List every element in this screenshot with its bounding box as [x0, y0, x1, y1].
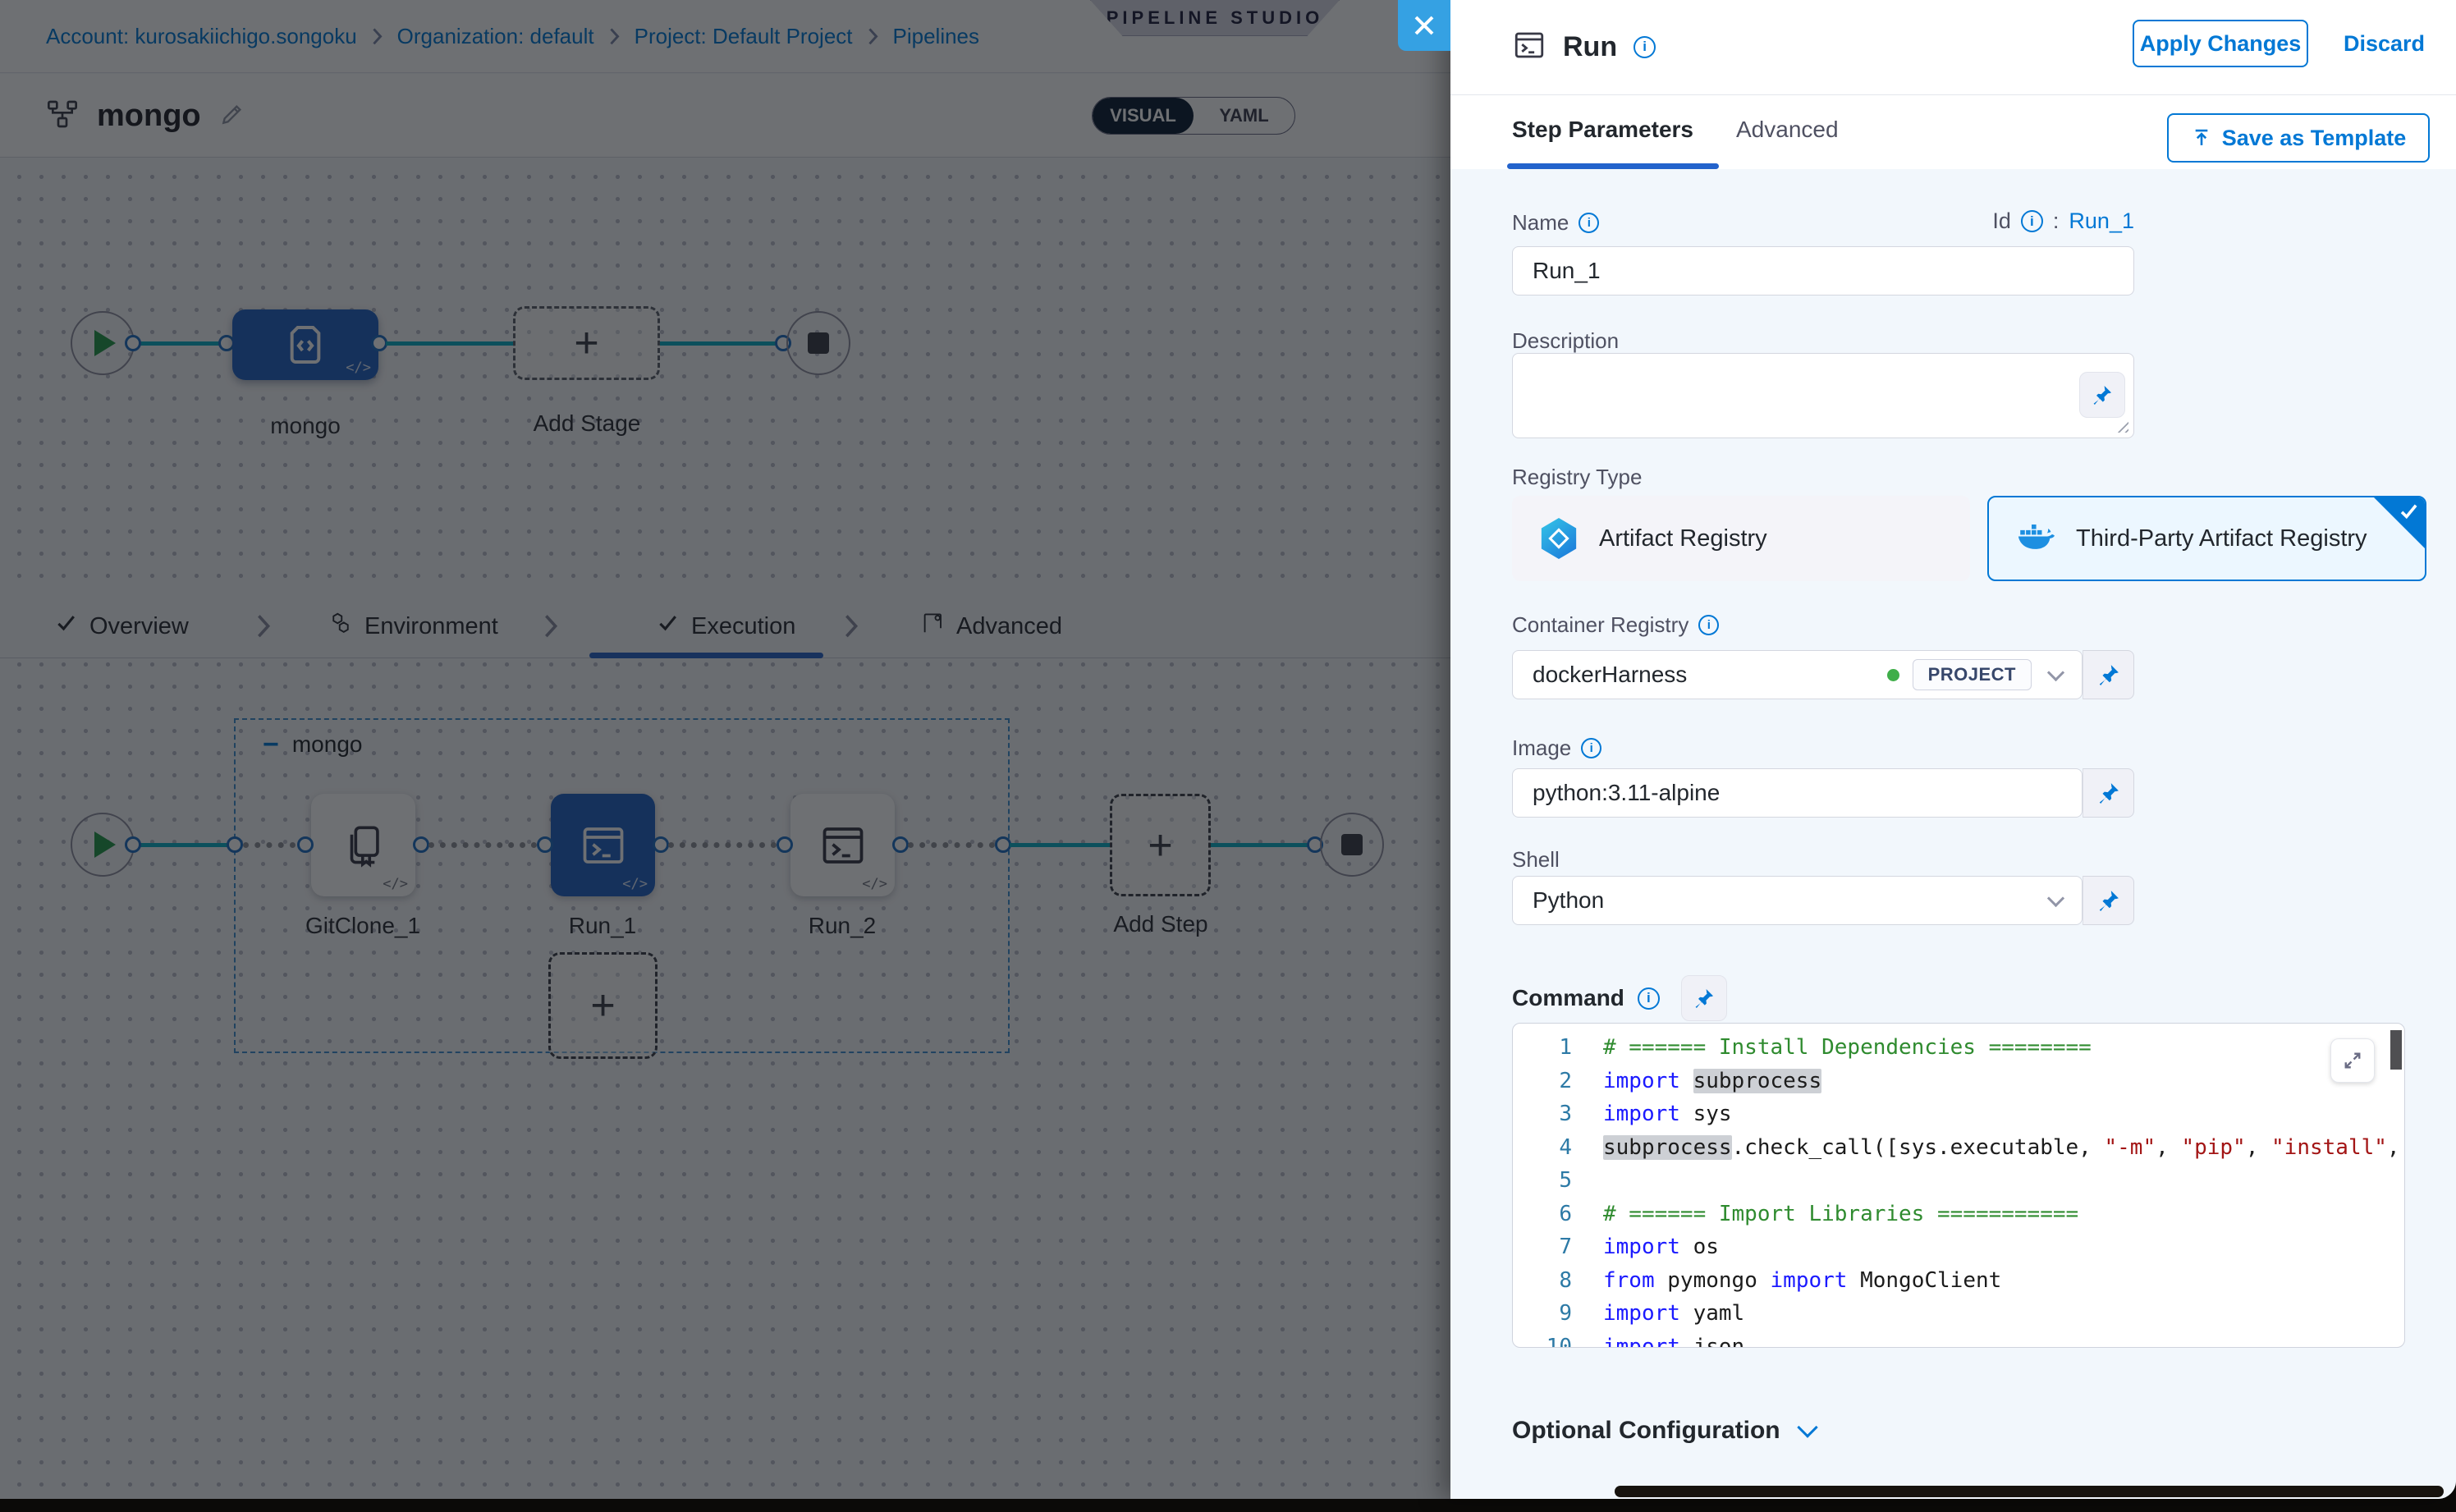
- apply-changes-button[interactable]: Apply Changes: [2133, 20, 2308, 67]
- description-textarea[interactable]: [1512, 353, 2134, 438]
- code-line[interactable]: 4subprocess.check_call([sys.executable, …: [1513, 1135, 2404, 1168]
- editor-scrollbar[interactable]: [2389, 1027, 2402, 1345]
- upload-icon: [2191, 127, 2212, 149]
- command-code-editor[interactable]: 1# ====== Install Dependencies ========2…: [1512, 1023, 2405, 1348]
- info-icon[interactable]: i: [1634, 36, 1656, 58]
- shell-select[interactable]: Python: [1512, 876, 2083, 925]
- pin-icon: [1693, 987, 1715, 1009]
- drawer-horizontal-scrollbar[interactable]: [1615, 1486, 2444, 1497]
- container-registry-input[interactable]: dockerHarness PROJECT: [1512, 650, 2083, 699]
- pin-icon: [2097, 781, 2120, 804]
- code-line[interactable]: 2import subprocess: [1513, 1069, 2404, 1102]
- optional-configuration-label: Optional Configuration: [1512, 1417, 1780, 1445]
- id-value: Run_1: [2069, 208, 2134, 234]
- name-input[interactable]: Run_1: [1512, 246, 2134, 296]
- container-registry-value: dockerHarness: [1533, 662, 1887, 688]
- line-number: 5: [1513, 1168, 1603, 1201]
- image-input[interactable]: python:3.11-alpine: [1512, 768, 2083, 818]
- optional-configuration-toggle[interactable]: Optional Configuration: [1512, 1417, 1815, 1445]
- info-icon[interactable]: i: [1579, 213, 1599, 233]
- save-as-template-button[interactable]: Save as Template: [2167, 113, 2430, 163]
- pin-runtime-input-button[interactable]: [2083, 876, 2134, 925]
- pin-runtime-input-button[interactable]: [1681, 975, 1727, 1021]
- tab-step-parameters[interactable]: Step Parameters: [1512, 95, 1693, 163]
- line-number: 10: [1513, 1335, 1603, 1349]
- pin-runtime-input-button[interactable]: [2083, 650, 2134, 699]
- info-icon[interactable]: i: [1638, 987, 1660, 1010]
- chevron-down-icon[interactable]: [2047, 889, 2064, 906]
- registry-type-label: Registry Type: [1512, 465, 1642, 490]
- chevron-down-icon: [1797, 1417, 1817, 1437]
- code-line[interactable]: 7import os: [1513, 1235, 2404, 1267]
- discard-button[interactable]: Discard: [2344, 20, 2425, 67]
- pin-runtime-input-button[interactable]: [2083, 768, 2134, 818]
- pin-icon: [2097, 889, 2120, 912]
- close-drawer-button[interactable]: [1398, 0, 1450, 51]
- artifact-registry-icon: [1540, 518, 1578, 559]
- line-number: 1: [1513, 1035, 1603, 1068]
- pin-icon: [2092, 384, 2113, 405]
- line-number: 7: [1513, 1235, 1603, 1267]
- pin-runtime-input-button[interactable]: [2079, 372, 2125, 418]
- drawer-title: Run: [1563, 31, 1617, 63]
- command-label: Command: [1512, 985, 1624, 1011]
- terminal-icon: [1512, 28, 1546, 66]
- expand-editor-button[interactable]: [2330, 1038, 2375, 1083]
- code-line[interactable]: 9import yaml: [1513, 1301, 2404, 1334]
- id-label: Id: [1992, 208, 2011, 234]
- code-line[interactable]: 6# ====== Import Libraries ===========: [1513, 1202, 2404, 1235]
- modal-dim-overlay[interactable]: [0, 0, 1450, 1499]
- line-number: 9: [1513, 1301, 1603, 1334]
- container-registry-label: Container Registryi: [1512, 612, 1719, 638]
- registry-type-docker[interactable]: Third-Party Artifact Registry: [1987, 496, 2426, 581]
- tab-advanced[interactable]: Advanced: [1736, 95, 1839, 163]
- registry-type-label: Third-Party Artifact Registry: [2076, 525, 2367, 552]
- code-line[interactable]: 8from pymongo import MongoClient: [1513, 1268, 2404, 1301]
- shell-label: Shell: [1512, 847, 1560, 873]
- registry-type-label: Artifact Registry: [1599, 525, 1767, 552]
- save-as-template-label: Save as Template: [2222, 126, 2407, 151]
- active-tab-underline: [1507, 163, 1719, 169]
- name-label: Namei: [1512, 210, 1599, 236]
- line-number: 3: [1513, 1102, 1603, 1134]
- connector-status-dot: [1887, 669, 1899, 681]
- check-icon: [2399, 501, 2420, 529]
- image-label: Imagei: [1512, 735, 1601, 761]
- id-row: Id i : Run_1: [1992, 208, 2134, 234]
- docker-icon: [2017, 520, 2055, 557]
- chevron-down-icon[interactable]: [2047, 663, 2064, 680]
- pin-icon: [2097, 663, 2120, 686]
- code-line[interactable]: 1# ====== Install Dependencies ========: [1513, 1035, 2404, 1068]
- line-number: 4: [1513, 1135, 1603, 1168]
- info-icon[interactable]: i: [1698, 615, 1719, 635]
- code-line[interactable]: 5: [1513, 1168, 2404, 1201]
- line-number: 6: [1513, 1202, 1603, 1235]
- drawer-body: Namei Id i : Run_1 Run_1 Description Reg…: [1450, 169, 2456, 1499]
- drawer-tab-strip: Step Parameters Advanced Save as Templat…: [1450, 95, 2456, 169]
- code-line[interactable]: 3import sys: [1513, 1102, 2404, 1134]
- step-config-drawer: Run i Apply Changes Discard Step Paramet…: [1450, 0, 2456, 1499]
- registry-type-artifact-registry[interactable]: Artifact Registry: [1512, 496, 1970, 581]
- expand-icon: [2343, 1051, 2362, 1070]
- line-number: 2: [1513, 1069, 1603, 1102]
- description-label: Description: [1512, 328, 1619, 354]
- info-icon[interactable]: i: [2021, 210, 2043, 232]
- editor-scrollbar-handle[interactable]: [2390, 1030, 2402, 1070]
- id-separator: :: [2053, 208, 2060, 234]
- info-icon[interactable]: i: [1581, 738, 1601, 758]
- drawer-header: Run i Apply Changes Discard: [1450, 0, 2456, 95]
- code-line[interactable]: 10import json: [1513, 1335, 2404, 1349]
- line-number: 8: [1513, 1268, 1603, 1301]
- resize-handle[interactable]: [2114, 418, 2128, 433]
- scope-badge: PROJECT: [1913, 659, 2032, 690]
- shell-value: Python: [1533, 887, 2050, 914]
